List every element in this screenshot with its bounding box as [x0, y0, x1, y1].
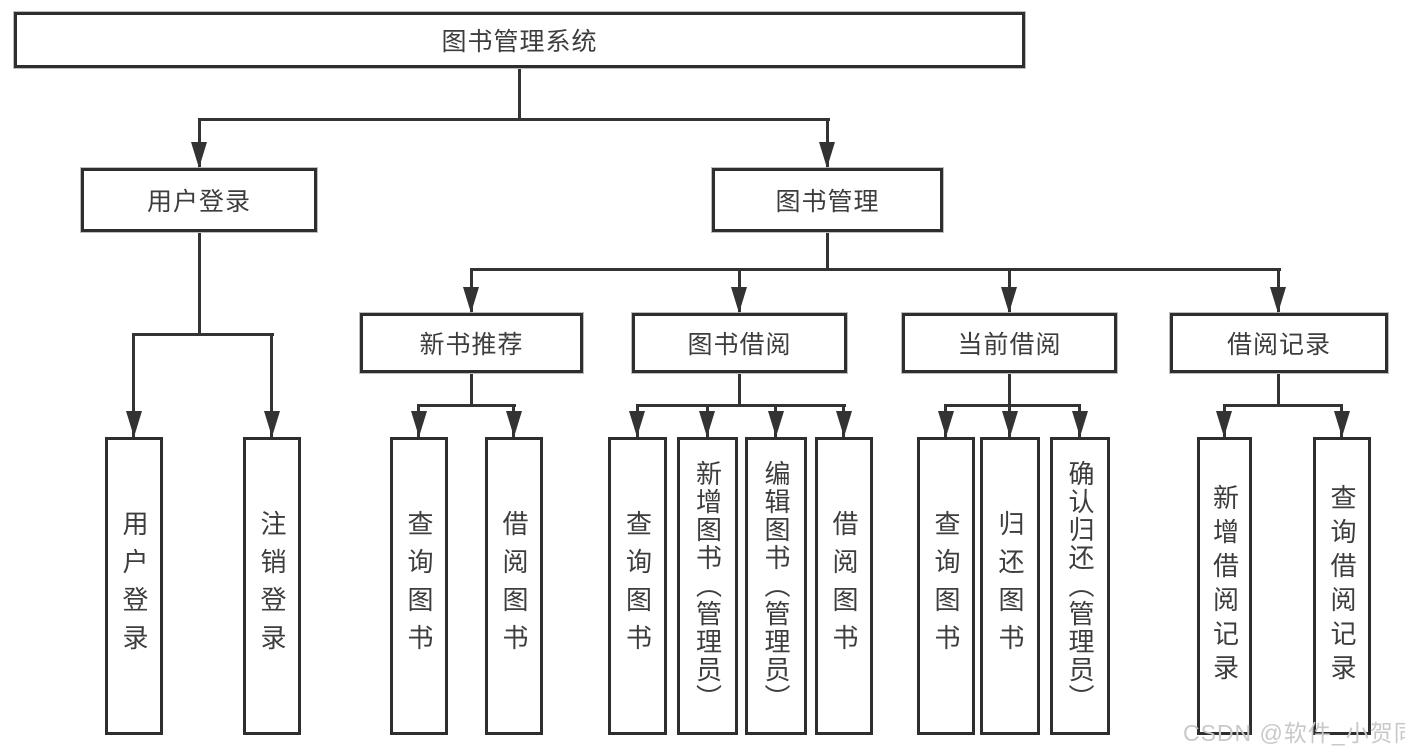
- node-label: 新增借阅记录: [1209, 484, 1240, 688]
- connector-hline: [636, 404, 846, 407]
- node-label: 确认归还（管理员）: [1065, 460, 1095, 712]
- node-label: 用户登录: [119, 510, 149, 662]
- down-arrowhead-icon: [699, 411, 715, 437]
- node-label: 查询借阅记录: [1327, 484, 1357, 688]
- node-label: 注销登录: [257, 510, 287, 662]
- down-arrowhead-icon: [264, 411, 280, 437]
- down-arrowhead-icon: [731, 287, 747, 313]
- node-label: 查询图书: [931, 510, 961, 662]
- node-label: 借阅图书: [499, 510, 529, 662]
- connector-vline: [132, 333, 135, 437]
- down-arrowhead-icon: [1072, 411, 1088, 437]
- down-arrowhead-icon: [938, 411, 954, 437]
- node-label: 图书借阅: [687, 331, 792, 359]
- connector-vline: [1277, 371, 1280, 407]
- down-arrowhead-icon: [1216, 411, 1232, 437]
- node-query-books-recommend: 查询图书: [390, 437, 448, 735]
- node-borrow-records: 借阅记录: [1170, 313, 1388, 373]
- node-label: 当前借阅: [957, 331, 1062, 359]
- node-label: 借阅记录: [1226, 331, 1331, 359]
- connector-vline: [738, 371, 741, 407]
- node-root-library-system: 图书管理系统: [14, 12, 1025, 68]
- node-label: 归还图书: [995, 510, 1025, 662]
- node-borrow-books-recommend: 借阅图书: [485, 437, 543, 735]
- node-label: 借阅图书: [829, 510, 859, 662]
- node-label: 图书管理: [775, 188, 880, 216]
- node-label: 查询图书: [622, 510, 653, 662]
- node-query-borrow-record: 查询借阅记录: [1313, 437, 1371, 735]
- node-query-books-current: 查询图书: [917, 437, 975, 735]
- connector-hline: [132, 333, 274, 336]
- node-label: 查询图书: [404, 510, 434, 662]
- node-edit-book-admin: 编辑图书（管理员）: [745, 437, 807, 735]
- down-arrowhead-icon: [836, 411, 852, 437]
- node-current-borrow: 当前借阅: [902, 313, 1117, 373]
- connector-hline: [417, 404, 516, 407]
- connector-hline: [198, 118, 830, 121]
- connector-vline: [518, 66, 521, 120]
- node-new-book-recommend: 新书推荐: [360, 313, 583, 373]
- down-arrowhead-icon: [768, 411, 784, 437]
- down-arrowhead-icon: [1001, 287, 1017, 313]
- csdn-watermark: CSDN @软件_小贺同学: [1183, 720, 1405, 746]
- down-arrowhead-icon: [411, 411, 427, 437]
- node-confirm-return-admin: 确认归还（管理员）: [1050, 437, 1110, 735]
- node-user-login-leaf: 用户登录: [105, 437, 163, 735]
- connector-vline: [826, 230, 829, 271]
- connector-vline: [1008, 371, 1011, 407]
- node-label: 图书管理系统: [441, 28, 598, 56]
- node-book-borrow: 图书借阅: [632, 313, 847, 373]
- node-borrow-books-borrow: 借阅图书: [815, 437, 873, 735]
- connector-vline: [470, 371, 473, 407]
- connector-vline: [270, 333, 273, 437]
- node-book-management: 图书管理: [712, 168, 943, 232]
- node-query-books-borrow: 查询图书: [608, 437, 667, 735]
- node-return-book: 归还图书: [980, 437, 1040, 735]
- down-arrowhead-icon: [191, 142, 207, 168]
- node-label: 新增图书（管理员）: [692, 460, 723, 712]
- connector-hline: [1223, 404, 1343, 407]
- connector-vline: [198, 230, 201, 335]
- down-arrowhead-icon: [819, 142, 835, 168]
- node-user-login: 用户登录: [81, 168, 317, 232]
- node-add-borrow-record: 新增借阅记录: [1197, 437, 1252, 735]
- down-arrowhead-icon: [1002, 411, 1018, 437]
- down-arrowhead-icon: [629, 411, 645, 437]
- node-add-book-admin: 新增图书（管理员）: [677, 437, 738, 735]
- node-label: 用户登录: [146, 188, 251, 216]
- node-label: 编辑图书（管理员）: [761, 460, 791, 712]
- down-arrowhead-icon: [463, 287, 479, 313]
- node-label: 新书推荐: [419, 331, 524, 359]
- down-arrowhead-icon: [1334, 411, 1350, 437]
- down-arrowhead-icon: [126, 411, 142, 437]
- node-logout-leaf: 注销登录: [243, 437, 301, 735]
- connector-hline: [944, 404, 1081, 407]
- down-arrowhead-icon: [1270, 287, 1286, 313]
- down-arrowhead-icon: [506, 411, 522, 437]
- connector-hline: [470, 268, 1281, 271]
